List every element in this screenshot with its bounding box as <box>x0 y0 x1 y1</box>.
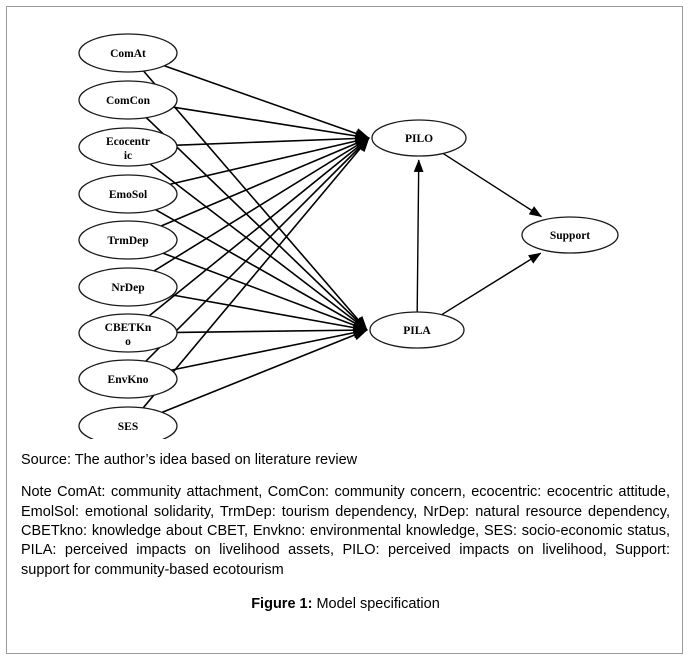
edge-cbetkno-to-pilo <box>148 137 370 317</box>
caption-block: Source: The author’s idea based on liter… <box>7 439 684 612</box>
node-label-support: Support <box>550 230 590 242</box>
edge-ecocentric-to-pilo <box>176 132 370 146</box>
node-label-ecocentric: Ecocentr <box>106 136 150 148</box>
abbreviation-note: Note ComAt: community attachment, ComCon… <box>21 484 670 578</box>
node-label-comcon: ComCon <box>106 95 151 107</box>
node-label-comat: ComAt <box>110 48 146 60</box>
node-ellipse-support <box>521 216 619 254</box>
edge-comat-to-pilo <box>163 65 370 139</box>
node-ellipse-comcon <box>78 80 178 120</box>
edge-envkno-to-pila <box>171 327 368 371</box>
node-ellipse-envkno <box>78 359 178 399</box>
edge-ses-to-pilo <box>142 137 370 409</box>
node-label-nrdep: NrDep <box>111 282 144 294</box>
node-ellipse-nrdep <box>78 267 178 307</box>
node-label-emosol: EmoSol <box>109 189 147 201</box>
node-ellipse-trmdep <box>78 220 178 260</box>
node-nrdep[interactable]: NrDep <box>78 267 178 307</box>
node-support[interactable]: Support <box>521 216 619 254</box>
node-label-ses: SES <box>118 421 138 433</box>
node-ellipse-ses <box>78 406 178 439</box>
edge-pila-to-pilo <box>413 159 424 313</box>
node-pilo[interactable]: PILO <box>371 119 467 157</box>
node-ellipse-comat <box>78 33 178 73</box>
source-note: Source: The author’s idea based on liter… <box>21 452 358 468</box>
figure-caption-text: Model specification <box>312 596 440 613</box>
node-label-cbetkno: CBETKn <box>105 322 152 334</box>
node-label-envkno: EnvKno <box>108 374 149 386</box>
node-comat[interactable]: ComAt <box>78 33 178 73</box>
node-label-cbetkno-line2: o <box>125 336 131 348</box>
node-label-pilo: PILO <box>405 133 433 145</box>
edges-layer <box>142 65 542 414</box>
node-emosol[interactable]: EmoSol <box>78 174 178 214</box>
edge-trmdep-to-pila <box>162 252 368 331</box>
node-ses[interactable]: SES <box>78 406 178 439</box>
node-envkno[interactable]: EnvKno <box>78 359 178 399</box>
edge-nrdep-to-pila <box>172 294 368 334</box>
node-ellipse-pilo <box>371 119 467 157</box>
node-ellipse-cbetkno <box>78 313 178 353</box>
edge-emosol-to-pilo <box>169 135 370 186</box>
edge-emosol-to-pila <box>155 209 368 331</box>
node-ellipse-emosol <box>78 174 178 214</box>
edge-ecocentric-to-pila <box>149 163 368 331</box>
node-ellipse-pila <box>369 311 465 349</box>
edge-comcon-to-pilo <box>173 106 370 142</box>
node-pila[interactable]: PILA <box>369 311 465 349</box>
node-label-trmdep: TrmDep <box>107 235 148 247</box>
figure-caption: Figure 1: Model specification <box>21 596 670 612</box>
edge-trmdep-to-pilo <box>160 137 370 227</box>
edge-comat-to-pila <box>142 70 368 331</box>
node-comcon[interactable]: ComCon <box>78 80 178 120</box>
edge-pila-to-support <box>441 252 542 316</box>
node-ellipse-ecocentric <box>78 127 178 167</box>
node-label-ecocentric-line2: ic <box>124 150 132 162</box>
figure-caption-label: Figure 1: <box>251 596 313 613</box>
edge-cbetkno-to-pila <box>176 324 368 336</box>
node-ecocentric[interactable]: Ecocentr ic <box>78 127 178 167</box>
node-label-pila: PILA <box>403 325 431 337</box>
edge-comcon-to-pila <box>145 117 368 331</box>
edge-pilo-to-support <box>442 152 542 218</box>
edge-ses-to-pila <box>161 329 368 414</box>
edge-nrdep-to-pilo <box>153 137 370 272</box>
node-cbetkno[interactable]: CBETKn o <box>78 313 178 353</box>
edge-envkno-to-pilo <box>145 137 370 362</box>
node-trmdep[interactable]: TrmDep <box>78 220 178 260</box>
